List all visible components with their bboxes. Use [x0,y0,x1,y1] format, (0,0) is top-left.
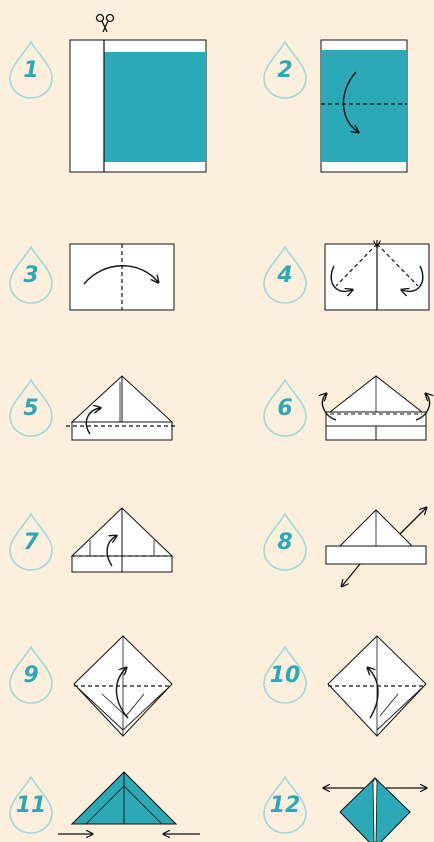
straight-arrow-icon [342,563,361,586]
straight-arrow-icon [399,508,426,535]
step-number: 3 [23,263,39,288]
step-number: 4 [277,263,293,288]
step-12-diagram [318,777,432,842]
step-10-diagram [327,635,427,737]
step-11-diagram [58,771,200,842]
step-4-diagram [324,240,430,311]
step-number: 6 [277,396,293,421]
step-6-diagram [318,375,432,441]
step-3-diagram [69,243,175,311]
step-1-diagram [69,13,207,173]
step-number: 11 [15,793,47,818]
step-number: 7 [23,530,39,555]
step-7-diagram [70,507,174,573]
step-8-diagram [325,502,432,590]
step-2-diagram [320,39,408,173]
curved-fold-arrow-icon [342,71,358,132]
scissors-icon [95,13,115,33]
step-number: 10 [269,663,301,688]
curved-fold-arrow-icon [115,668,129,719]
step-number: 12 [269,793,301,818]
curved-fold-arrow-icon [83,265,158,284]
curved-fold-arrow-icon [85,408,100,435]
step-5-diagram [66,375,178,441]
step-number: 9 [23,663,39,688]
step-number: 2 [277,58,293,83]
step-number: 8 [277,530,293,555]
step-number: 5 [23,396,39,421]
curved-fold-arrow-icon [368,668,379,719]
step-9-diagram [73,635,173,737]
step-number: 1 [23,58,39,83]
curved-fold-arrow-icon [106,536,116,567]
